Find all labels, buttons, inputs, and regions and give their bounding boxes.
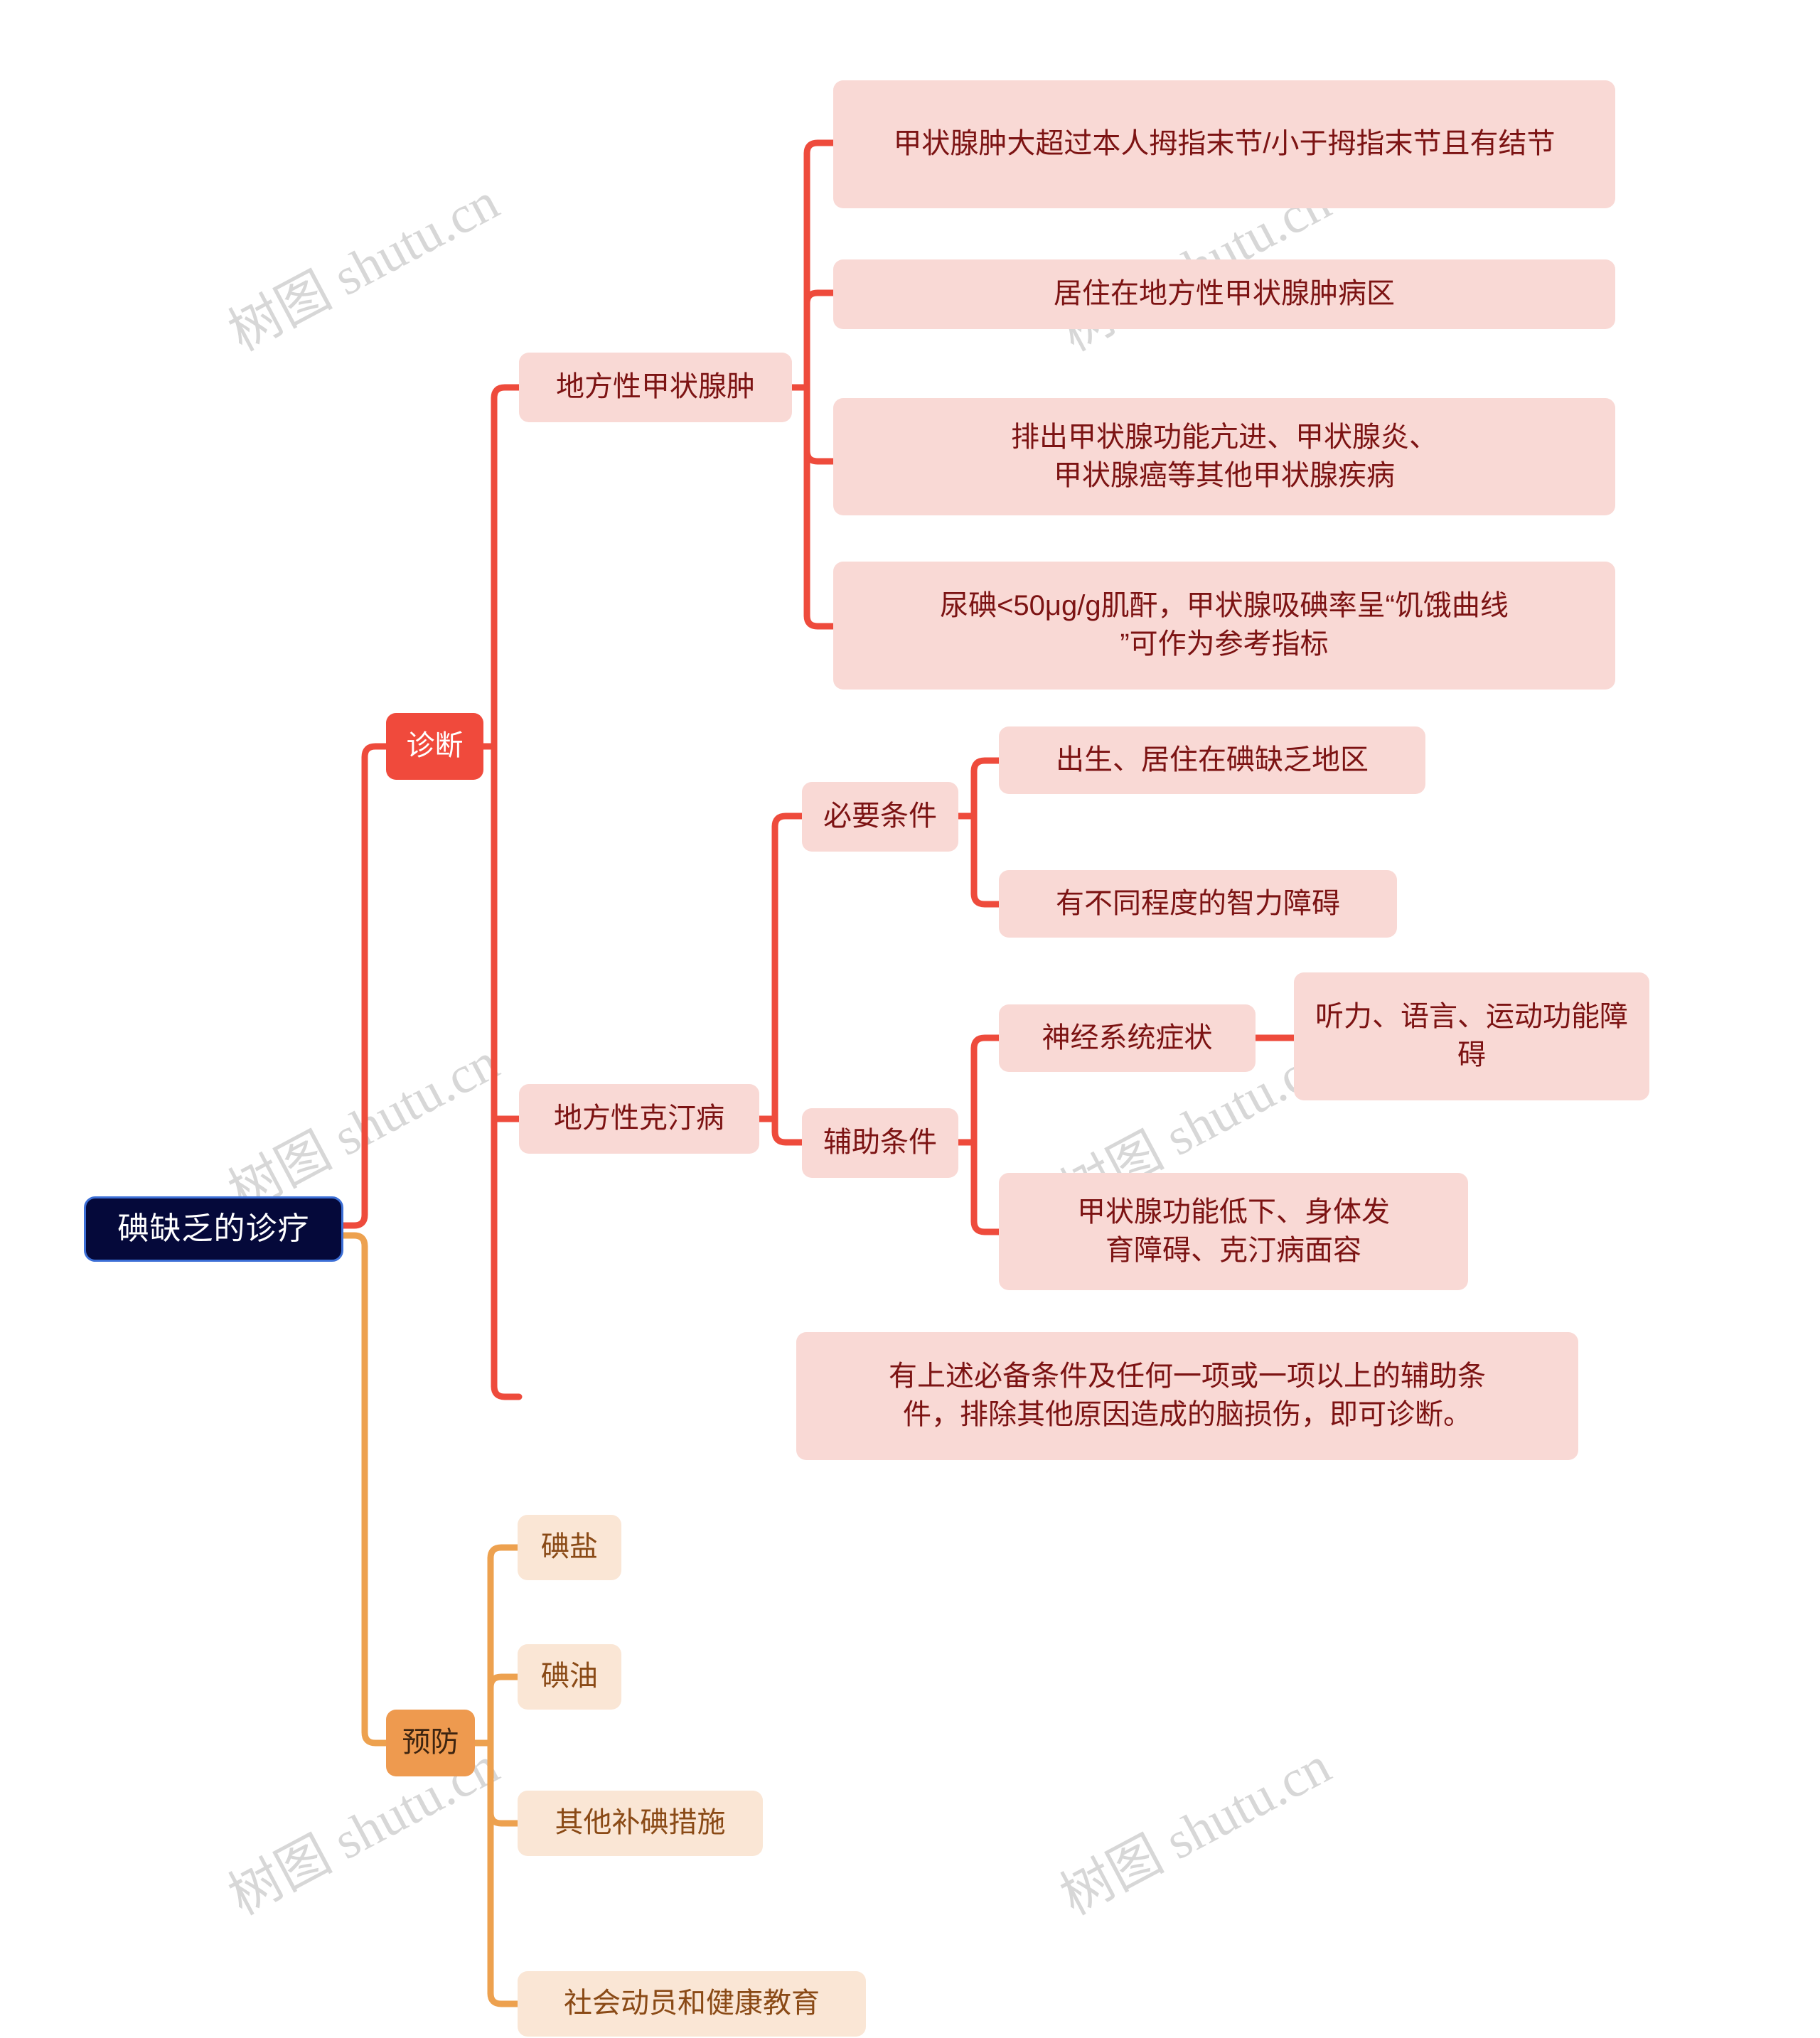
node-required-birth-residence[interactable]: 出生、居住在碘缺乏地区 (999, 726, 1425, 794)
edge-cretinism-trunk (756, 812, 805, 1146)
edge-required-trunk (955, 757, 1002, 908)
edge-auxiliary-trunk (955, 1034, 1002, 1235)
node-neurological-symptoms[interactable]: 神经系统症状 (999, 1004, 1256, 1072)
node-diagnosis-conclusion[interactable]: 有上述必备条件及任何一项或一项以上的辅助条 件，排除其他原因造成的脑损伤，即可诊… (796, 1332, 1578, 1460)
edge-diagnosis-trunk (480, 384, 523, 1400)
node-goiter-criterion-region[interactable]: 居住在地方性甲状腺肿病区 (833, 259, 1615, 329)
node-other-iodine-measures[interactable]: 其他补碘措施 (518, 1791, 763, 1856)
node-hypothyroid-features[interactable]: 甲状腺功能低下、身体发 育障碍、克汀病面容 (999, 1173, 1468, 1290)
node-goiter-criterion-exclusion[interactable]: 排出甲状腺功能亢进、甲状腺炎、 甲状腺癌等其他甲状腺疾病 (833, 398, 1615, 515)
watermark-text: 树图 shutu.cn (1051, 1736, 1340, 1927)
edge-root-to-diagnosis (340, 743, 390, 1229)
node-goiter-criterion-urine-iodine[interactable]: 尿碘<50μg/g肌酐，甲状腺吸碘率呈“饥饿曲线 ”可作为参考指标 (833, 562, 1615, 690)
node-iodized-salt[interactable]: 碘盐 (518, 1515, 621, 1580)
watermark-text: 树图 shutu.cn (220, 172, 508, 363)
node-social-mobilization-education[interactable]: 社会动员和健康教育 (518, 1971, 866, 2037)
watermark-text: 树图 shutu.cn (220, 1032, 508, 1223)
branch-node-diagnosis[interactable]: 诊断 (386, 713, 483, 780)
node-hearing-speech-motor[interactable]: 听力、语言、运动功能障 碍 (1294, 972, 1649, 1100)
branch-node-prevention[interactable]: 预防 (386, 1710, 475, 1776)
edge-goiter-trunk (788, 139, 837, 630)
node-auxiliary-conditions[interactable]: 辅助条件 (802, 1108, 958, 1178)
node-endemic-cretinism[interactable]: 地方性克汀病 (519, 1084, 759, 1154)
node-required-intellectual-disability[interactable]: 有不同程度的智力障碍 (999, 870, 1397, 938)
root-node[interactable]: 碘缺乏的诊疗 (84, 1196, 343, 1262)
node-iodized-oil[interactable]: 碘油 (518, 1644, 621, 1710)
edge-root-to-prevention (340, 1232, 390, 1747)
node-required-conditions[interactable]: 必要条件 (802, 782, 958, 852)
node-goiter-criterion-size[interactable]: 甲状腺肿大超过本人拇指末节/小于拇指末节且有结节 (833, 80, 1615, 208)
edge-prevention-trunk (471, 1544, 521, 2007)
node-endemic-goiter[interactable]: 地方性甲状腺肿 (519, 353, 792, 422)
